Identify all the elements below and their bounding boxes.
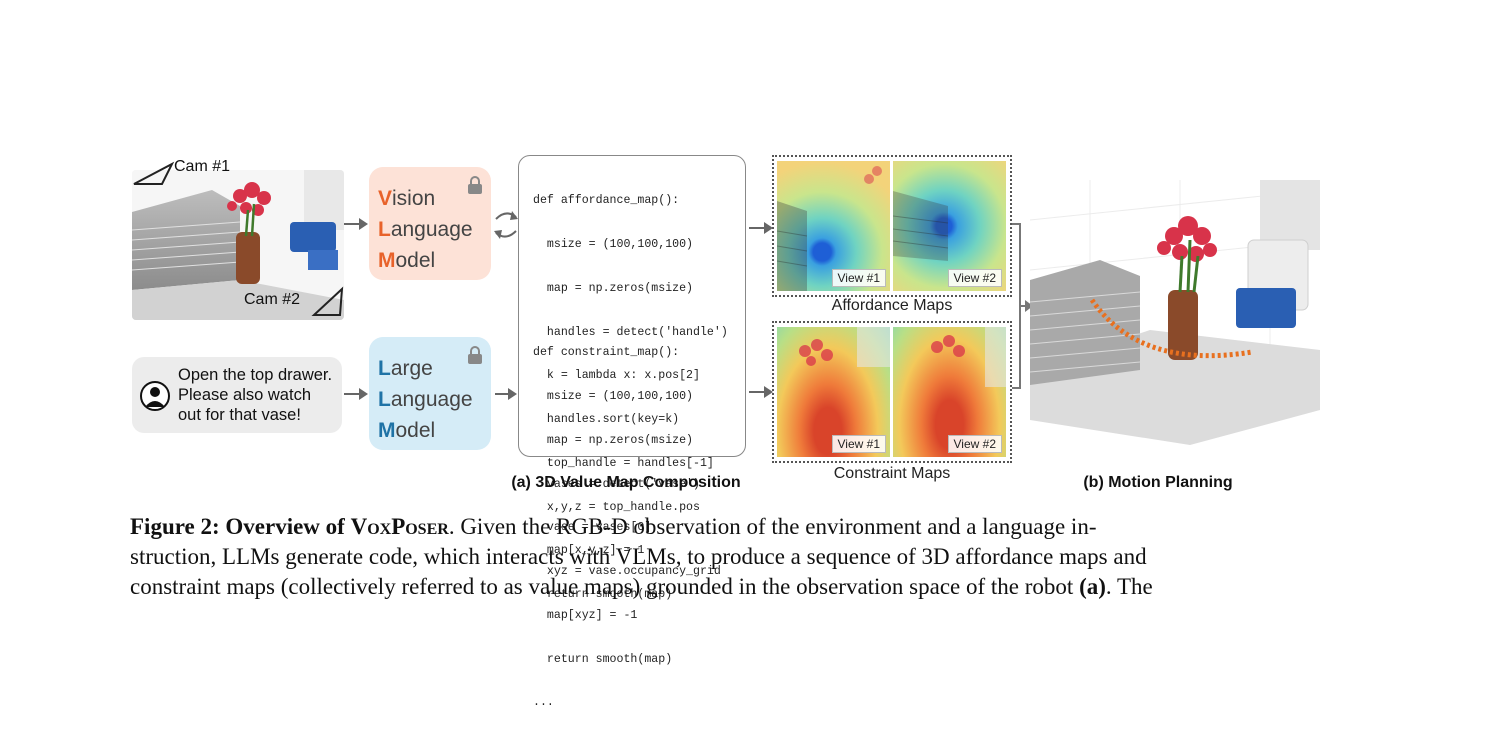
user-icon: [140, 381, 170, 411]
code-line: k = lambda x: x.pos[2]: [533, 369, 700, 383]
arrow-scene-to-vlm: [344, 218, 368, 230]
code-line: vases = detect('vase'): [533, 477, 700, 491]
method-name: VoxPoser: [350, 514, 449, 539]
camera-2-icon: [311, 286, 344, 316]
caption-line-3-post: . The: [1105, 574, 1153, 599]
code-box: def affordance_map(): msize = (100,100,1…: [518, 155, 746, 709]
vlm-line-2: Language: [378, 214, 491, 245]
vlm-line-3: Model: [378, 245, 491, 276]
instruction-line-2: Please also watch: [178, 386, 311, 404]
code-line: def constraint_map():: [533, 346, 680, 360]
instruction-line-3: out for that vase!: [178, 406, 301, 424]
caption-a: (a) 3D Value Map Composition: [511, 474, 741, 491]
observation-scene-drawing: [132, 170, 344, 320]
instruction-line-1: Open the top drawer.: [178, 366, 333, 384]
caption-line-3-pre: constraint maps (collectively referred t…: [130, 574, 1074, 599]
vlm-word-3: odel: [395, 249, 436, 272]
merge-arrow-to-planning: [1012, 223, 1033, 389]
code-line: return smooth(map): [533, 588, 673, 602]
arrow-instruction-to-llm: [344, 388, 368, 400]
llm-word-2: anguage: [390, 388, 473, 411]
llm-line-1: Large: [378, 353, 491, 384]
affordance-view-1-scene: [777, 166, 882, 291]
constraint-map-view-1: View #1: [777, 327, 890, 457]
caption-line-3: constraint maps (collectively referred t…: [130, 572, 1330, 602]
affordance-maps-title: Affordance Maps: [831, 297, 953, 314]
view-1-label: View #1: [831, 269, 886, 287]
view-2-label: View #2: [947, 435, 1002, 453]
lock-icon: [468, 346, 482, 364]
vlm-word-2: anguage: [390, 218, 473, 241]
code-line: handles = detect('handle'): [533, 325, 728, 339]
caption-ref-a: (a): [1079, 574, 1106, 599]
code-line: def affordance_map():: [533, 194, 680, 208]
llm-word-3: odel: [395, 419, 436, 442]
camera-2-label: Cam #2: [244, 291, 301, 308]
affordance-map-view-1: View #1: [777, 161, 890, 291]
vlm-letter-m: M: [378, 249, 396, 272]
code-line: top_handle = handles[-1]: [533, 456, 714, 470]
code-line: ...: [533, 696, 554, 710]
affordance-code: def affordance_map(): msize = (100,100,1…: [533, 165, 728, 632]
figure-label: Figure 2: Overview of: [130, 514, 345, 539]
motion-planning-scene: [1030, 180, 1320, 445]
motion-trajectory: [1089, 298, 1253, 359]
llm-line-2: Language: [378, 384, 491, 415]
vision-language-model-box: Vision Language Model: [369, 167, 491, 280]
code-line: msize = (100,100,100): [533, 237, 694, 251]
lock-icon: [468, 176, 482, 194]
input-panel: Cam #1 Cam #2 Open the top drawer. Pleas…: [130, 150, 350, 440]
code-line: map = np.zeros(msize): [533, 433, 694, 447]
llm-letter-m: M: [378, 419, 396, 442]
arrow-code-to-affordance: [749, 222, 773, 234]
caption-line-2: struction, LLMs generate code, which int…: [130, 544, 1147, 569]
instruction-text: Open the top drawer. Please also watch o…: [178, 365, 332, 425]
code-line: handles.sort(key=k): [533, 413, 680, 427]
vlm-word-1: ision: [392, 187, 436, 210]
motion-planning-image: [1030, 180, 1320, 445]
constraint-map-view-2: View #2: [893, 327, 1006, 457]
arrow-llm-to-code: [495, 388, 517, 400]
vlm-letter-l: L: [378, 218, 391, 241]
vlm-line-1: Vision: [378, 183, 491, 214]
code-line: xyz = vase.occupancy_grid: [533, 565, 721, 579]
affordance-maps-panel: View #1 View #2: [772, 155, 1012, 297]
vlm-letter-v: V: [378, 187, 393, 210]
llm-letter-l1: L: [378, 357, 391, 380]
view-1-label: View #1: [831, 435, 886, 453]
constraint-maps-panel: View #1 View #2: [772, 321, 1012, 463]
llm-letter-l2: L: [378, 388, 391, 411]
camera-1-label: Cam #1: [174, 158, 231, 175]
code-line: map = np.zeros(msize): [533, 281, 694, 295]
rgbd-observation-image: [132, 170, 344, 320]
view-2-label: View #2: [947, 269, 1002, 287]
code-line: x,y,z = top_handle.pos: [533, 500, 700, 514]
affordance-view-2-scene: [893, 191, 949, 261]
caption-line-1: Figure 2: Overview of VoxPoser. Given th…: [130, 512, 1330, 542]
caption-line-1-rest: . Given the RGB-D observation of the env…: [448, 514, 1097, 539]
constraint-view-1-scene: [799, 327, 890, 367]
bidirectional-arrow-icon: [494, 211, 518, 239]
constraint-view-2-scene: [931, 327, 1006, 387]
arrow-code-to-constraint: [749, 386, 773, 398]
llm-line-3: Model: [378, 415, 491, 446]
camera-1-icon: [133, 161, 175, 185]
constraint-maps-title: Constraint Maps: [833, 465, 951, 482]
code-line: msize = (100,100,100): [533, 389, 694, 403]
affordance-map-view-2: View #2: [893, 161, 1006, 291]
code-line: return smooth(map): [533, 652, 673, 666]
instruction-bubble: Open the top drawer. Please also watch o…: [132, 357, 342, 433]
code-line: map[x,y,z] = 1: [533, 544, 645, 558]
caption-b: (b) Motion Planning: [1083, 474, 1233, 491]
code-line: map[xyz] = -1: [533, 608, 638, 622]
llm-word-1: arge: [390, 357, 433, 380]
figure-caption: Figure 2: Overview of VoxPoser. Given th…: [130, 512, 1330, 602]
large-language-model-box: Large Language Model: [369, 337, 491, 450]
code-line: vase = vases[0]: [533, 521, 652, 535]
